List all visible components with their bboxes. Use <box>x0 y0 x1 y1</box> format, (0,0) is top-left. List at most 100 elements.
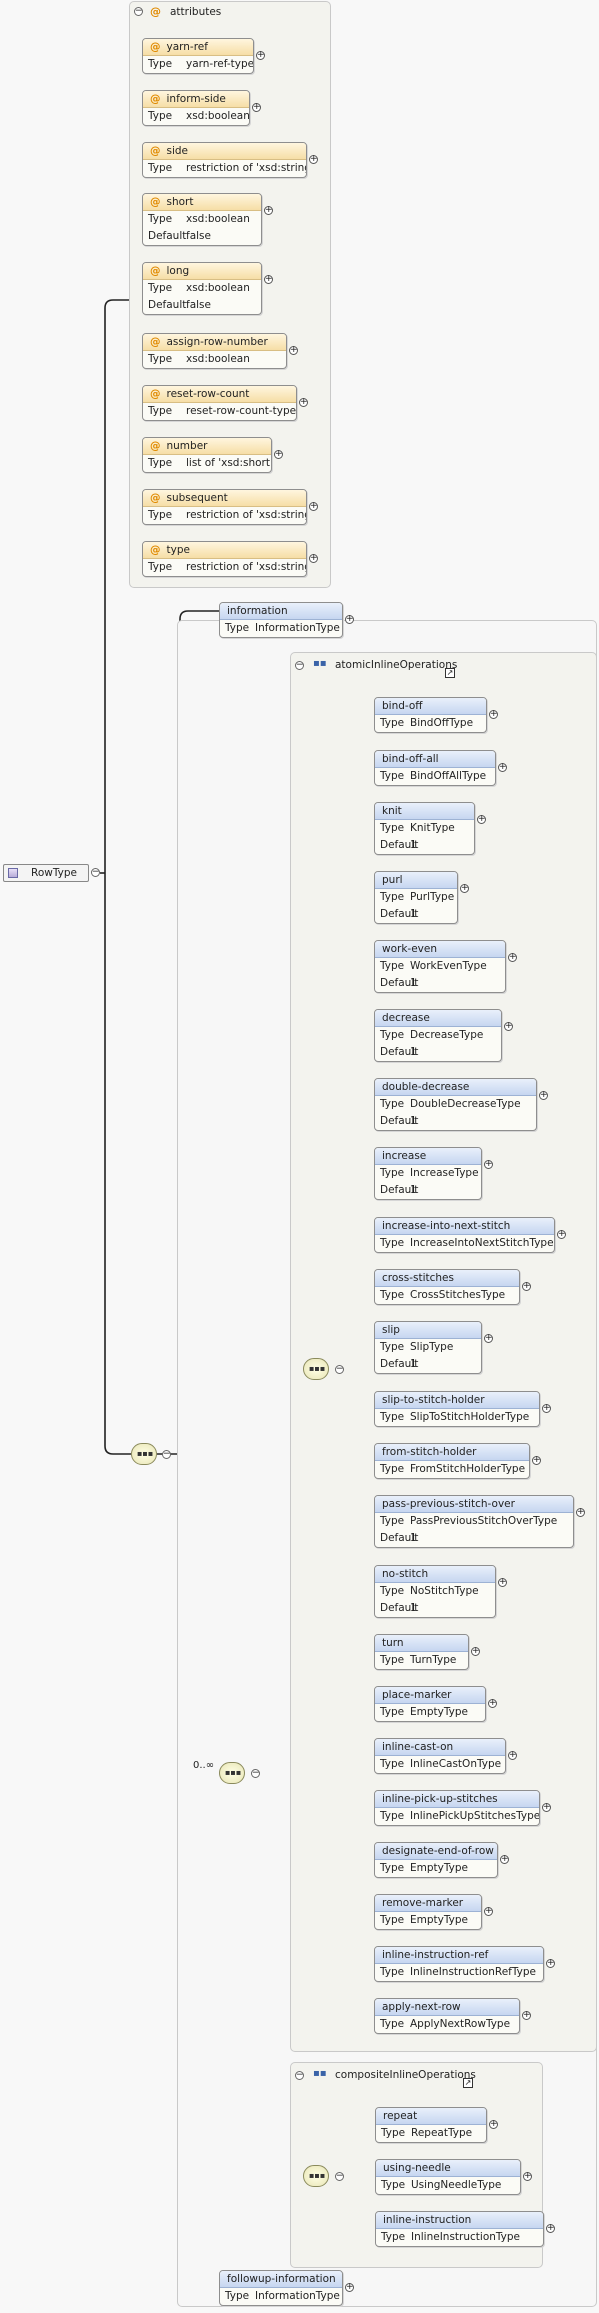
expand-icon[interactable]: + <box>504 1021 513 1031</box>
expand-icon[interactable]: + <box>508 1750 517 1760</box>
element-name: inform-side <box>166 93 226 105</box>
element-name-header: @inform-side <box>143 91 249 108</box>
expand-icon[interactable]: + <box>522 1281 531 1291</box>
expand-icon[interactable]: + <box>523 2171 532 2181</box>
collapse-composite-choice-icon[interactable]: − <box>335 2171 344 2181</box>
atomic-choice-compositor[interactable]: ▪▪▪ <box>303 1358 329 1380</box>
expand-icon[interactable]: + <box>299 397 308 407</box>
collapse-attributes-icon[interactable]: − <box>134 6 143 16</box>
expand-icon[interactable]: + <box>264 274 273 284</box>
collapse-root-icon[interactable]: − <box>91 867 100 877</box>
expand-icon[interactable]: + <box>557 1229 566 1239</box>
expand-icon[interactable]: + <box>498 1577 507 1587</box>
collapse-choice-icon[interactable]: − <box>251 1768 260 1778</box>
collapse-sequence-icon[interactable]: − <box>162 1449 171 1459</box>
expand-icon[interactable]: + <box>309 553 318 563</box>
default-row-value: 1 <box>410 1046 417 1058</box>
collapse-atomic-icon[interactable]: − <box>295 660 304 670</box>
expand-icon[interactable]: + <box>508 952 517 962</box>
collapse-atomic-choice-icon[interactable]: − <box>335 1364 344 1374</box>
expand-icon[interactable]: + <box>489 2119 498 2129</box>
expand-icon[interactable]: + <box>264 205 273 215</box>
type-row-value: NoStitchType <box>410 1585 479 1597</box>
collapse-composite-icon[interactable]: − <box>295 2070 304 2080</box>
expand-icon[interactable]: + <box>542 1403 551 1413</box>
type-row-label: Type <box>225 2290 250 2302</box>
expand-icon[interactable]: + <box>488 1698 497 1708</box>
expand-icon[interactable]: + <box>460 883 469 893</box>
expand-icon[interactable]: + <box>345 2282 354 2292</box>
expand-icon[interactable]: + <box>489 709 498 719</box>
default-row-label: Default <box>148 230 187 242</box>
expand-icon[interactable]: + <box>542 1802 551 1812</box>
goto-definition-icon[interactable]: ↗ <box>445 668 455 678</box>
expand-icon[interactable]: + <box>498 762 507 772</box>
composite-choice-compositor[interactable]: ▪▪▪ <box>303 2165 329 2187</box>
expand-icon[interactable]: + <box>522 2010 531 2020</box>
expand-icon[interactable]: + <box>546 2223 555 2233</box>
expand-icon[interactable]: + <box>500 1854 509 1864</box>
expand-icon[interactable]: + <box>289 345 298 355</box>
expand-icon[interactable]: + <box>484 1333 493 1343</box>
choice-compositor[interactable]: ▪▪▪ <box>219 1762 245 1784</box>
expand-icon[interactable]: + <box>539 1090 548 1100</box>
expand-icon[interactable]: + <box>345 614 354 624</box>
main-sequence-compositor[interactable]: ▪▪▪ <box>131 1443 157 1465</box>
expand-icon[interactable]: + <box>309 154 318 164</box>
expand-icon[interactable]: + <box>252 102 261 112</box>
goto-definition-icon[interactable]: ↗ <box>463 2078 473 2088</box>
expand-icon[interactable]: + <box>484 1906 493 1916</box>
expand-icon[interactable]: + <box>532 1455 541 1465</box>
expand-icon[interactable]: + <box>256 50 265 60</box>
expand-icon[interactable]: + <box>477 814 486 824</box>
root-type-box[interactable]: RowType <box>3 864 89 882</box>
expand-icon[interactable]: + <box>484 1159 493 1169</box>
expand-icon[interactable]: + <box>546 1958 555 1968</box>
element-name: yarn-ref <box>166 41 208 53</box>
element-name: inline-instruction <box>383 2214 472 2226</box>
expand-icon[interactable]: + <box>309 501 318 511</box>
element-name-header: @reset-row-count <box>143 386 296 403</box>
expand-icon[interactable]: + <box>274 449 283 459</box>
expand-icon[interactable]: + <box>576 1507 585 1517</box>
expand-icon[interactable]: + <box>471 1646 480 1656</box>
